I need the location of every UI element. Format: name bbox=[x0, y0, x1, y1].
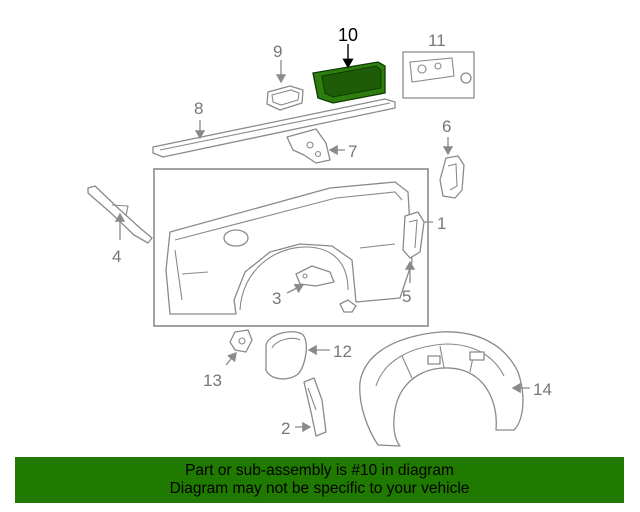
part-7-bracket bbox=[286, 128, 331, 164]
callout-6: 6 bbox=[442, 117, 451, 136]
callout-10: 10 bbox=[338, 25, 358, 45]
callout-8: 8 bbox=[194, 99, 203, 118]
callout-2: 2 bbox=[281, 419, 290, 438]
callout-14: 14 bbox=[533, 380, 552, 399]
callout-3: 3 bbox=[272, 289, 281, 308]
callout-7: 7 bbox=[348, 142, 357, 161]
part-14-wheel-liner bbox=[359, 331, 524, 447]
assembly-frame bbox=[153, 168, 429, 327]
leader-3 bbox=[286, 283, 305, 294]
banner-line-1: Part or sub-assembly is #10 in diagram bbox=[185, 462, 454, 479]
callout-12: 12 bbox=[333, 342, 352, 361]
part-1-bed-side bbox=[165, 181, 413, 315]
part-12-fuel-door bbox=[265, 331, 308, 380]
part-10-storage-box[interactable] bbox=[312, 61, 386, 104]
callout-13: 13 bbox=[203, 371, 222, 390]
callout-4: 4 bbox=[112, 247, 121, 266]
callout-1: 1 bbox=[437, 214, 446, 233]
leader-13 bbox=[225, 352, 237, 366]
parts-diagram: 10 9 11 8 7 6 4 bbox=[87, 25, 552, 447]
callout-9: 9 bbox=[273, 42, 282, 61]
part-6-seal bbox=[439, 155, 465, 199]
callout-5: 5 bbox=[402, 287, 411, 306]
part-13-stopper bbox=[229, 329, 253, 353]
part-5-bracket bbox=[402, 211, 425, 259]
part-3-hinge bbox=[295, 265, 357, 313]
part-9-cover bbox=[266, 85, 304, 111]
callout-11: 11 bbox=[428, 31, 446, 50]
banner-line-2: Diagram may not be specific to your vehi… bbox=[169, 480, 470, 497]
part-8-rail bbox=[152, 98, 396, 158]
part-11-panel bbox=[402, 51, 475, 99]
info-banner: Part or sub-assembly is #10 in diagram D… bbox=[15, 457, 624, 503]
part-2-brace bbox=[303, 377, 327, 437]
